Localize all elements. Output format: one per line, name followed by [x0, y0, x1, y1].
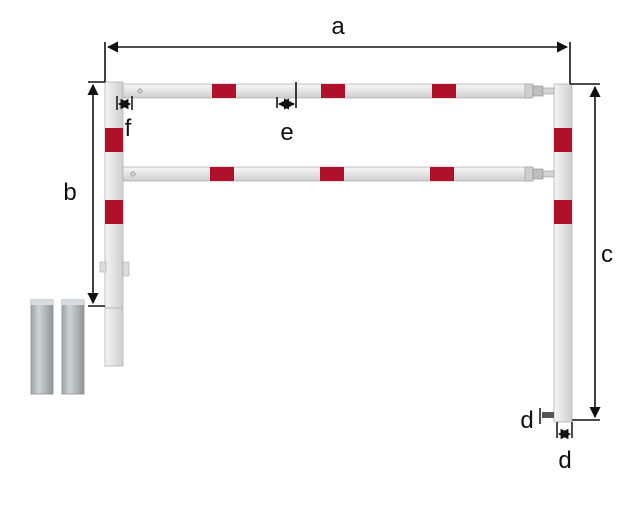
dimension-d-bottom [556, 422, 573, 440]
left-post-reflector-upper [105, 128, 123, 152]
right-post [542, 83, 573, 423]
upper-bar-latch [524, 83, 534, 99]
left-post-reflector-lower [105, 200, 123, 224]
lower-bar-reflector-1 [210, 167, 234, 181]
dimension-a-label: a [331, 13, 345, 40]
upper-bar-reflector-2 [321, 84, 345, 98]
dimension-d-side-label: d [520, 407, 533, 434]
lower-bar-reflector-3 [430, 167, 454, 181]
upper-bar [122, 83, 555, 99]
right-post-reflector-lower [554, 200, 572, 224]
ground-sleeve-left [30, 299, 54, 395]
ground-sleeve-right [61, 299, 85, 395]
dimension-e-label: e [280, 119, 293, 146]
lower-bar-reflector-2 [320, 167, 344, 181]
right-post-foot-plate [542, 412, 554, 418]
dimension-c [572, 85, 601, 421]
dimension-d-bottom-label: d [558, 447, 571, 474]
dimension-b [87, 81, 105, 307]
right-post-reflector-upper [554, 128, 572, 152]
upper-bar-reflector-1 [212, 84, 236, 98]
dimension-f [116, 96, 133, 110]
upper-bar-reflector-3 [432, 84, 456, 98]
dimension-a [104, 41, 600, 85]
dimension-b-label: b [63, 179, 76, 206]
lower-bar [122, 166, 555, 182]
lower-bar-latch [524, 166, 534, 182]
dimension-c-label: c [601, 241, 613, 268]
dimension-f-label: f [125, 115, 132, 142]
dimension-e [276, 82, 297, 110]
